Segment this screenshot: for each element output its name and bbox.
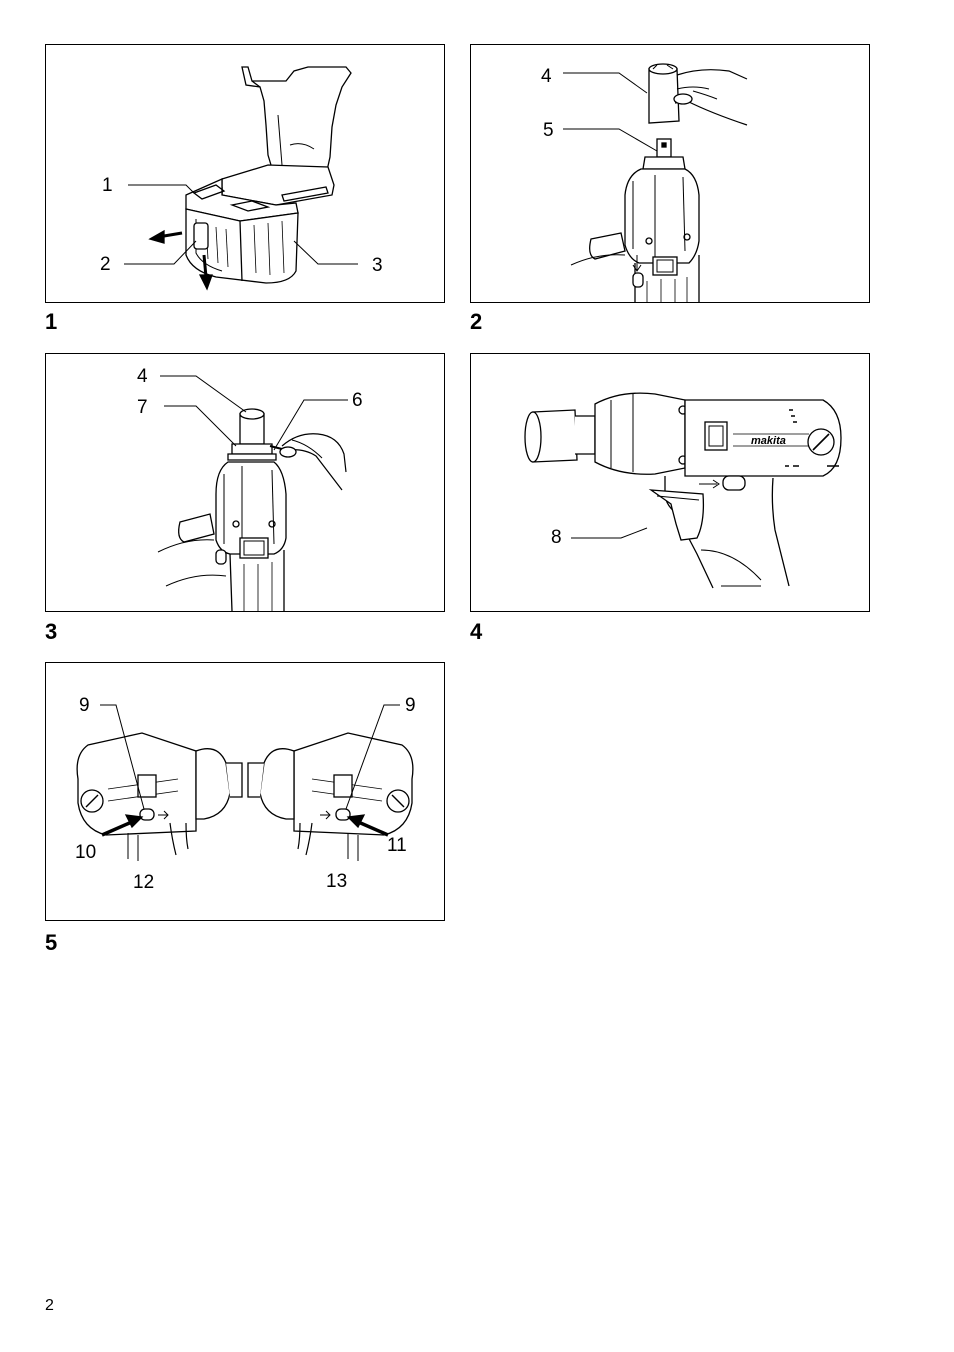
callout-label: 12 bbox=[133, 873, 154, 893]
switch-trigger-illustration: makita bbox=[471, 354, 869, 611]
callout-label: 7 bbox=[137, 398, 148, 418]
figure-number: 5 bbox=[45, 932, 57, 954]
figure-number: 1 bbox=[45, 311, 57, 333]
socket-installation-illustration bbox=[471, 45, 869, 302]
callout-label: 4 bbox=[137, 367, 148, 387]
callout-label: 10 bbox=[75, 843, 96, 863]
callout-label: 9 bbox=[79, 696, 90, 716]
callout-label: 1 bbox=[102, 176, 113, 196]
figure-1-panel: 1 2 3 bbox=[45, 44, 445, 303]
figure-number: 3 bbox=[45, 621, 57, 643]
callout-label: 3 bbox=[372, 256, 383, 276]
callout-label: 5 bbox=[543, 121, 554, 141]
page-number: 2 bbox=[45, 1297, 54, 1315]
figure-number: 2 bbox=[470, 311, 482, 333]
callout-label: 2 bbox=[100, 255, 111, 275]
callout-label: 9 bbox=[405, 696, 416, 716]
reversing-switch-illustration bbox=[46, 663, 444, 920]
figure-number: 4 bbox=[470, 621, 482, 643]
callout-label: 6 bbox=[352, 391, 363, 411]
figure-5-panel: 9 9 10 11 12 13 bbox=[45, 662, 445, 921]
figure-2-panel: 4 5 bbox=[470, 44, 870, 303]
figure-4-panel: makita 8 bbox=[470, 353, 870, 612]
socket-pin-ring-illustration bbox=[46, 354, 444, 611]
callout-label: 4 bbox=[541, 67, 552, 87]
callout-label: 8 bbox=[551, 528, 562, 548]
svg-text:makita: makita bbox=[751, 435, 786, 447]
callout-label: 11 bbox=[387, 836, 407, 856]
callout-label: 13 bbox=[326, 872, 347, 892]
figure-3-panel: 4 7 6 bbox=[45, 353, 445, 612]
